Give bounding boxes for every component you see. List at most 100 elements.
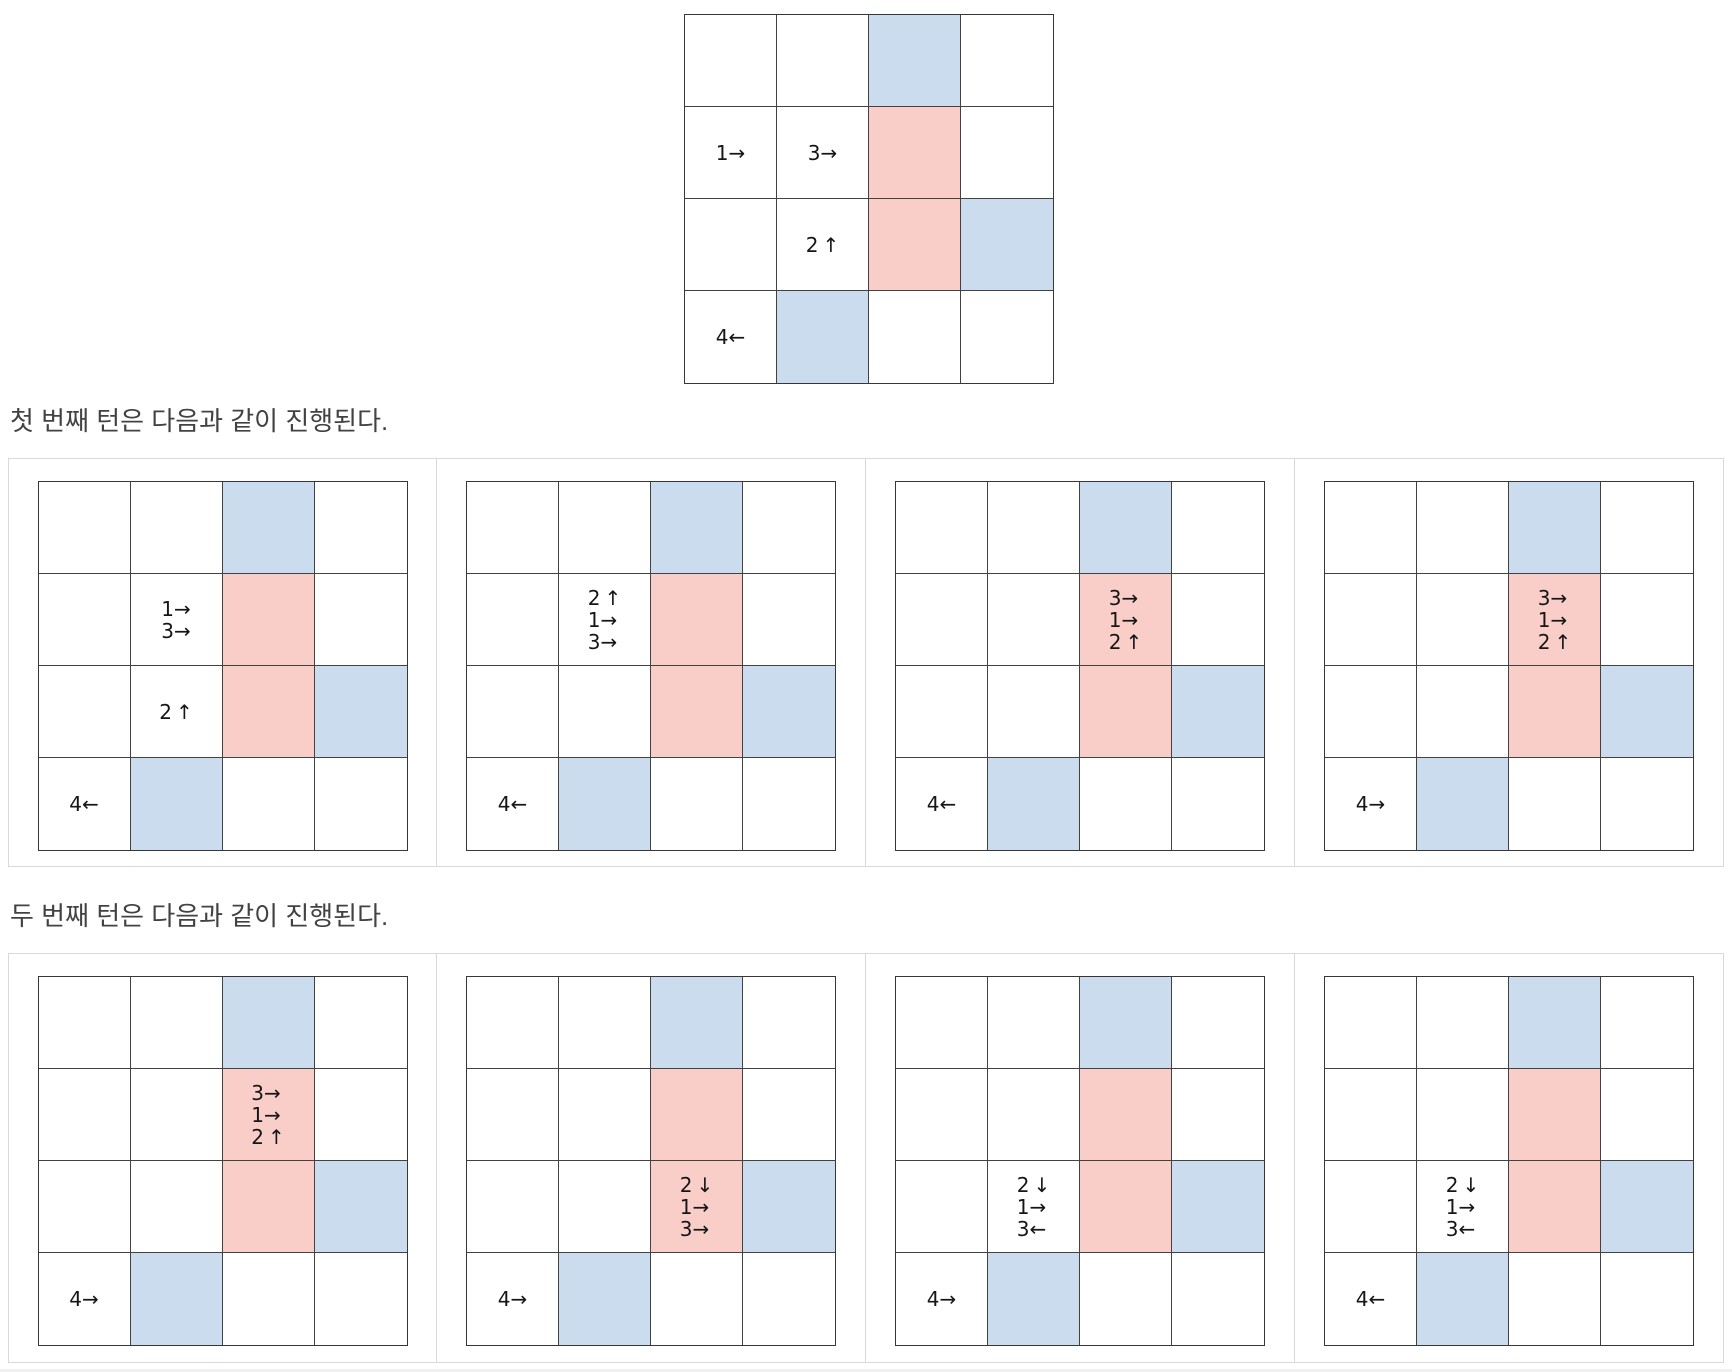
grid-cell: [222, 977, 315, 1069]
grid-cell: [988, 1253, 1080, 1345]
grid-cell: [467, 666, 559, 758]
grid-cell: [1509, 666, 1601, 758]
grid-cell: [467, 1069, 559, 1161]
grid-cell: [869, 199, 961, 291]
turn2-step-2-board: 2 ↓ 1→ 3→4→: [466, 976, 836, 1346]
grid-cell: [988, 977, 1080, 1069]
piece-label: 1→: [715, 140, 746, 165]
grid-cell: [743, 977, 835, 1069]
grid-cell: [1601, 666, 1693, 758]
next-section-edge: [0, 1369, 1732, 1372]
grid-cell: [467, 1161, 559, 1253]
grid-cell: 2 ↓ 1→ 3←: [988, 1161, 1080, 1253]
grid-cell: [130, 1161, 223, 1253]
piece-label: 2 ↑: [805, 232, 840, 257]
grid-cell: [961, 291, 1053, 383]
turn2-step-1-panel: 3→ 1→ 2 ↑ 4→: [8, 953, 437, 1363]
grid-cell: [38, 977, 131, 1069]
grid-cell: [1417, 1253, 1509, 1345]
grid-cell: [1509, 1069, 1601, 1161]
piece-label: 4←: [926, 792, 957, 816]
grid-cell: [1172, 977, 1264, 1069]
grid-cell: [1172, 574, 1264, 666]
grid-cell: [38, 666, 131, 758]
grid-cell: [1601, 482, 1693, 574]
grid-cell: [743, 666, 835, 758]
grid-cell: [1080, 1161, 1172, 1253]
grid-cell: [743, 1253, 835, 1345]
grid-cell: [1172, 666, 1264, 758]
grid-cell: [559, 758, 651, 850]
grid-cell: [467, 574, 559, 666]
piece-label: 4←: [69, 792, 99, 816]
grid-cell: [314, 1069, 407, 1161]
grid-cell: [315, 758, 407, 850]
grid-cell: 1→: [685, 107, 777, 199]
grid-cell: [651, 1069, 743, 1161]
grid-cell: [1601, 758, 1693, 850]
grid-cell: [38, 482, 131, 574]
grid-cell: [1080, 482, 1172, 574]
turn1-caption: 첫 번째 턴은 다음과 같이 진행된다.: [10, 406, 389, 436]
grid-cell: [223, 1253, 315, 1345]
grid-cell: 4→: [896, 1253, 988, 1345]
grid-cell: [130, 1253, 223, 1345]
grid-cell: 3→: [777, 107, 869, 199]
grid-cell: [1417, 666, 1509, 758]
grid-cell: [651, 758, 743, 850]
grid-cell: 4→: [39, 1253, 131, 1345]
piece-label: 3→ 1→ 2 ↑: [251, 1080, 285, 1149]
piece-label: 4→: [926, 1287, 957, 1311]
piece-label: 4←: [497, 792, 528, 816]
grid-cell: 4←: [1325, 1253, 1417, 1345]
grid-cell: [1172, 1253, 1264, 1345]
grid-cell: [314, 482, 407, 574]
grid-cell: [1080, 977, 1172, 1069]
turn2-step-3-panel: 2 ↓ 1→ 3← 4→: [866, 953, 1295, 1363]
grid-cell: 2 ↓ 1→ 3→: [651, 1161, 743, 1253]
turn2-step-4-panel: 2 ↓ 1→ 3← 4←: [1295, 953, 1724, 1363]
grid-cell: 2 ↓ 1→ 3←: [1417, 1161, 1509, 1253]
piece-label: 3→: [807, 140, 838, 165]
grid-cell: [896, 977, 988, 1069]
grid-cell: [1080, 1069, 1172, 1161]
grid-cell: 3→ 1→ 2 ↑: [1080, 574, 1172, 666]
grid-cell: [314, 977, 407, 1069]
grid-cell: [314, 1161, 407, 1253]
grid-cell: 4←: [896, 758, 988, 850]
turn1-steps-row: 1→ 3→2 ↑4← 2 ↑ 1→ 3→4← 3→ 1→ 2 ↑4← 3→ 1→…: [8, 458, 1724, 867]
turn2-step-4-board: 2 ↓ 1→ 3← 4←: [1324, 976, 1694, 1346]
turn1-step-4-panel: 3→ 1→ 2 ↑4→: [1295, 458, 1724, 867]
grid-cell: [1172, 482, 1264, 574]
piece-label: 2 ↓ 1→ 3→: [679, 1172, 714, 1241]
piece-label: 2 ↓ 1→ 3←: [1445, 1172, 1480, 1241]
grid-cell: [777, 291, 869, 383]
grid-cell: [896, 1069, 988, 1161]
turn1-step-1-board: 1→ 3→2 ↑4←: [37, 481, 408, 851]
grid-cell: [1080, 1253, 1172, 1345]
piece-label: 4←: [715, 325, 746, 349]
grid-cell: [315, 1253, 407, 1345]
grid-cell: [1325, 1161, 1417, 1253]
grid-cell: [869, 291, 961, 383]
piece-label: 1→ 3→: [161, 596, 191, 643]
grid-cell: [743, 1069, 835, 1161]
grid-cell: 2 ↑: [777, 199, 869, 291]
grid-cell: [651, 1253, 743, 1345]
grid-cell: [1325, 1069, 1417, 1161]
grid-cell: [1172, 1069, 1264, 1161]
piece-label: 4←: [1355, 1287, 1386, 1311]
grid-cell: 4→: [1325, 758, 1417, 850]
grid-cell: [1172, 1161, 1264, 1253]
turn2-step-3-board: 2 ↓ 1→ 3← 4→: [895, 976, 1265, 1346]
grid-cell: [651, 482, 743, 574]
grid-cell: [130, 977, 223, 1069]
grid-cell: [743, 574, 835, 666]
grid-cell: [896, 1161, 988, 1253]
grid-cell: [651, 977, 743, 1069]
grid-cell: [651, 574, 743, 666]
grid-cell: [222, 666, 315, 758]
grid-cell: [314, 574, 407, 666]
grid-cell: [685, 199, 777, 291]
grid-cell: [222, 1161, 315, 1253]
